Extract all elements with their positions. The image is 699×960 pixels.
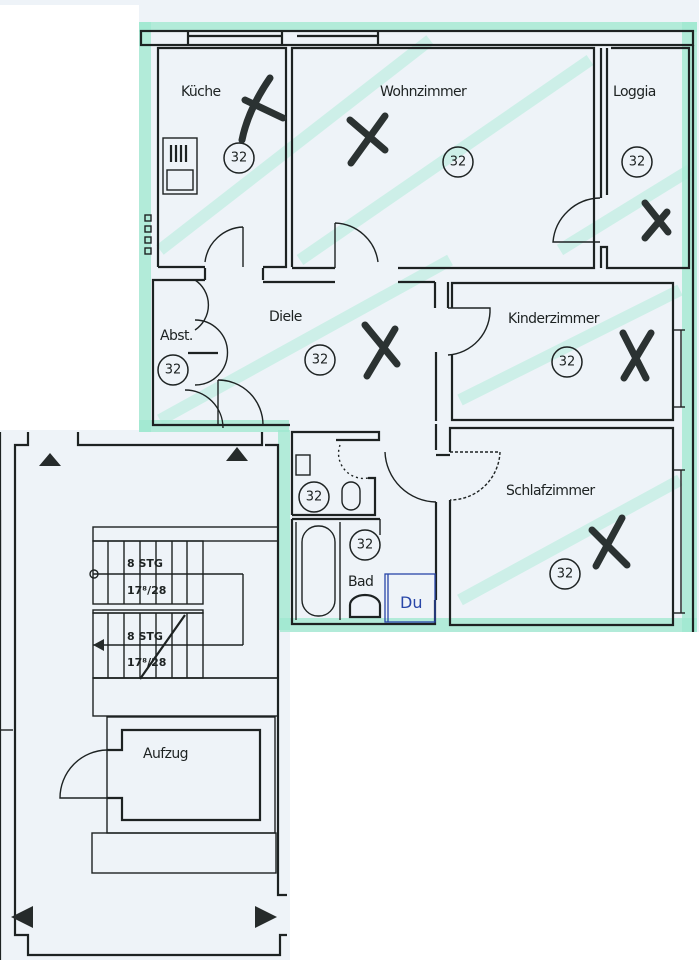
cross-mark-loggia — [641, 199, 672, 242]
arrow-up-icon — [226, 447, 248, 461]
svg-text:32: 32 — [559, 355, 576, 370]
svg-text:32: 32 — [312, 353, 329, 368]
room-label-schlafzimmer: Schlafzimmer — [506, 483, 595, 499]
elevator-label: Aufzug — [143, 746, 188, 762]
stair-treads — [107, 541, 188, 678]
arrow-left-icon — [11, 906, 33, 928]
toilet-icon — [341, 481, 361, 511]
cross-mark-kinderzimmer — [619, 329, 655, 382]
room-label-kinderzimmer: Kinderzimmer — [508, 311, 600, 327]
badge-abstellraum: 32 — [157, 354, 189, 386]
badge-wohnzimmer: 32 — [442, 146, 474, 178]
badge-schlafzimmer: 32 — [549, 558, 581, 590]
stair-steps-lower: 8 STG — [127, 630, 163, 643]
blank-area-top-left — [0, 5, 139, 430]
room-label-diele: Diele — [269, 309, 302, 325]
handwritten-note: Du — [400, 593, 422, 612]
room-label-bad: Bad — [348, 574, 373, 590]
badge-kinderzimmer: 32 — [551, 346, 583, 378]
svg-text:32: 32 — [231, 151, 248, 166]
apartment-highlight — [139, 22, 697, 632]
stair-arrow-icon — [93, 639, 104, 651]
badge-wc: 32 — [298, 481, 330, 513]
stove-icon — [162, 137, 198, 195]
doors — [184, 197, 601, 503]
washbasin-icon — [348, 593, 382, 619]
stair-cut-line — [139, 614, 186, 680]
svg-text:32: 32 — [629, 155, 646, 170]
wc-sink-icon — [295, 454, 311, 476]
fixtures — [144, 137, 436, 623]
stair-dims-lower: 17⁸/28 — [127, 656, 166, 669]
cross-mark-wohnzimmer — [346, 112, 389, 167]
badge-kueche: 32 — [223, 142, 255, 174]
stair-start-marker — [89, 569, 99, 579]
bathtub-icon — [301, 525, 336, 617]
room-label-wohnzimmer: Wohnzimmer — [380, 84, 467, 100]
radiator-icon — [144, 214, 152, 255]
badge-diele: 32 — [304, 344, 336, 376]
badge-loggia: 32 — [621, 146, 653, 178]
cross-mark-diele — [361, 321, 401, 380]
badge-bad: 32 — [349, 529, 381, 561]
arrow-right-icon — [255, 906, 277, 928]
room-label-loggia: Loggia — [613, 84, 656, 100]
cross-mark-kueche — [238, 74, 287, 144]
svg-text:32: 32 — [557, 567, 574, 582]
svg-text:32: 32 — [165, 363, 182, 378]
svg-text:32: 32 — [357, 538, 374, 553]
stair-steps-upper: 8 STG — [127, 557, 163, 570]
shower-marker — [384, 573, 436, 623]
apartment-walls — [139, 29, 695, 632]
blank-area-bottom-right — [290, 632, 699, 960]
cross-mark-schlafzimmer — [588, 514, 631, 570]
stairwell: 8 STG 17⁸/28 8 STG 17⁸/28 Aufzug — [0, 432, 287, 960]
svg-text:32: 32 — [450, 155, 467, 170]
arrow-up-icon — [39, 453, 61, 466]
room-label-abstellraum: Abst. — [160, 328, 193, 344]
room-label-kueche: Küche — [181, 84, 221, 100]
svg-text:32: 32 — [306, 490, 323, 505]
stair-dims-upper: 17⁸/28 — [127, 584, 166, 597]
